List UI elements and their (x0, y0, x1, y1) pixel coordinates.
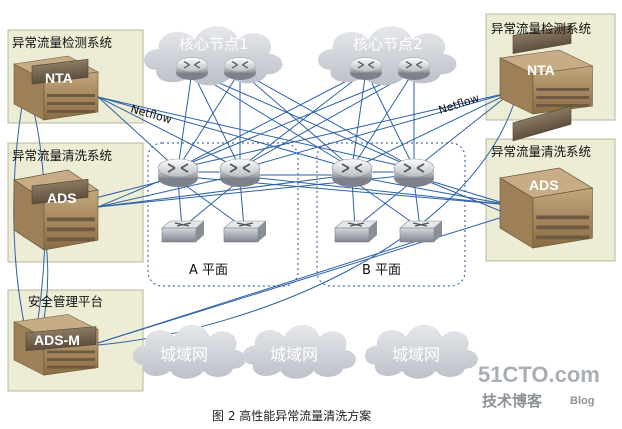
plane-b-box (316, 142, 466, 287)
plane-a-router-2 (219, 158, 261, 188)
nta-right-device (499, 49, 593, 115)
label-detect-right: 异常流量检测系统 (491, 21, 591, 36)
plane-a-router-1 (157, 158, 199, 188)
plane-a-switch-1 (161, 220, 205, 243)
plane-b-router-2 (393, 158, 435, 188)
plane-a-switch-2 (223, 220, 267, 243)
plane-a-box (147, 142, 299, 287)
core-router-1a (175, 56, 209, 81)
label-adsm: ADS-M (34, 332, 80, 348)
label-core2: 核心节点2 (353, 35, 423, 53)
label-core1: 核心节点1 (179, 35, 249, 53)
label-nta-left: NTA (45, 70, 73, 86)
label-metro2: 城域网 (270, 345, 318, 364)
label-nta-right: NTA (527, 62, 555, 78)
label-ads-right: ADS (529, 177, 559, 193)
plane-b-router-1 (331, 158, 373, 188)
label-plane-b: B 平面 (362, 263, 401, 278)
label-plane-a: A 平面 (189, 263, 228, 278)
plane-b-switch-1 (334, 220, 378, 243)
watermark-blog-en: Blog (570, 395, 594, 407)
watermark-blog-cn: 技术博客 (482, 392, 543, 410)
core-router-1b (223, 56, 257, 81)
label-metro1: 城域网 (160, 345, 208, 364)
core-router-2a (349, 56, 383, 81)
label-metro3: 城域网 (392, 345, 440, 364)
label-mgmt: 安全管理平台 (28, 294, 103, 309)
label-clean-right: 异常流量清洗系统 (491, 144, 591, 159)
links (13, 70, 516, 346)
label-clean-left: 异常流量清洗系统 (12, 148, 112, 163)
core-router-2b (397, 56, 431, 81)
figure-caption: 图 2 高性能异常流量清洗方案 (212, 408, 371, 423)
label-detect-left: 异常流量检测系统 (12, 35, 112, 50)
plane-b-switch-2 (399, 220, 443, 243)
label-ads-left: ADS (47, 190, 77, 206)
label-netflow-right: Netflow (437, 92, 481, 117)
watermark-site: 51CTO.com (478, 362, 600, 387)
